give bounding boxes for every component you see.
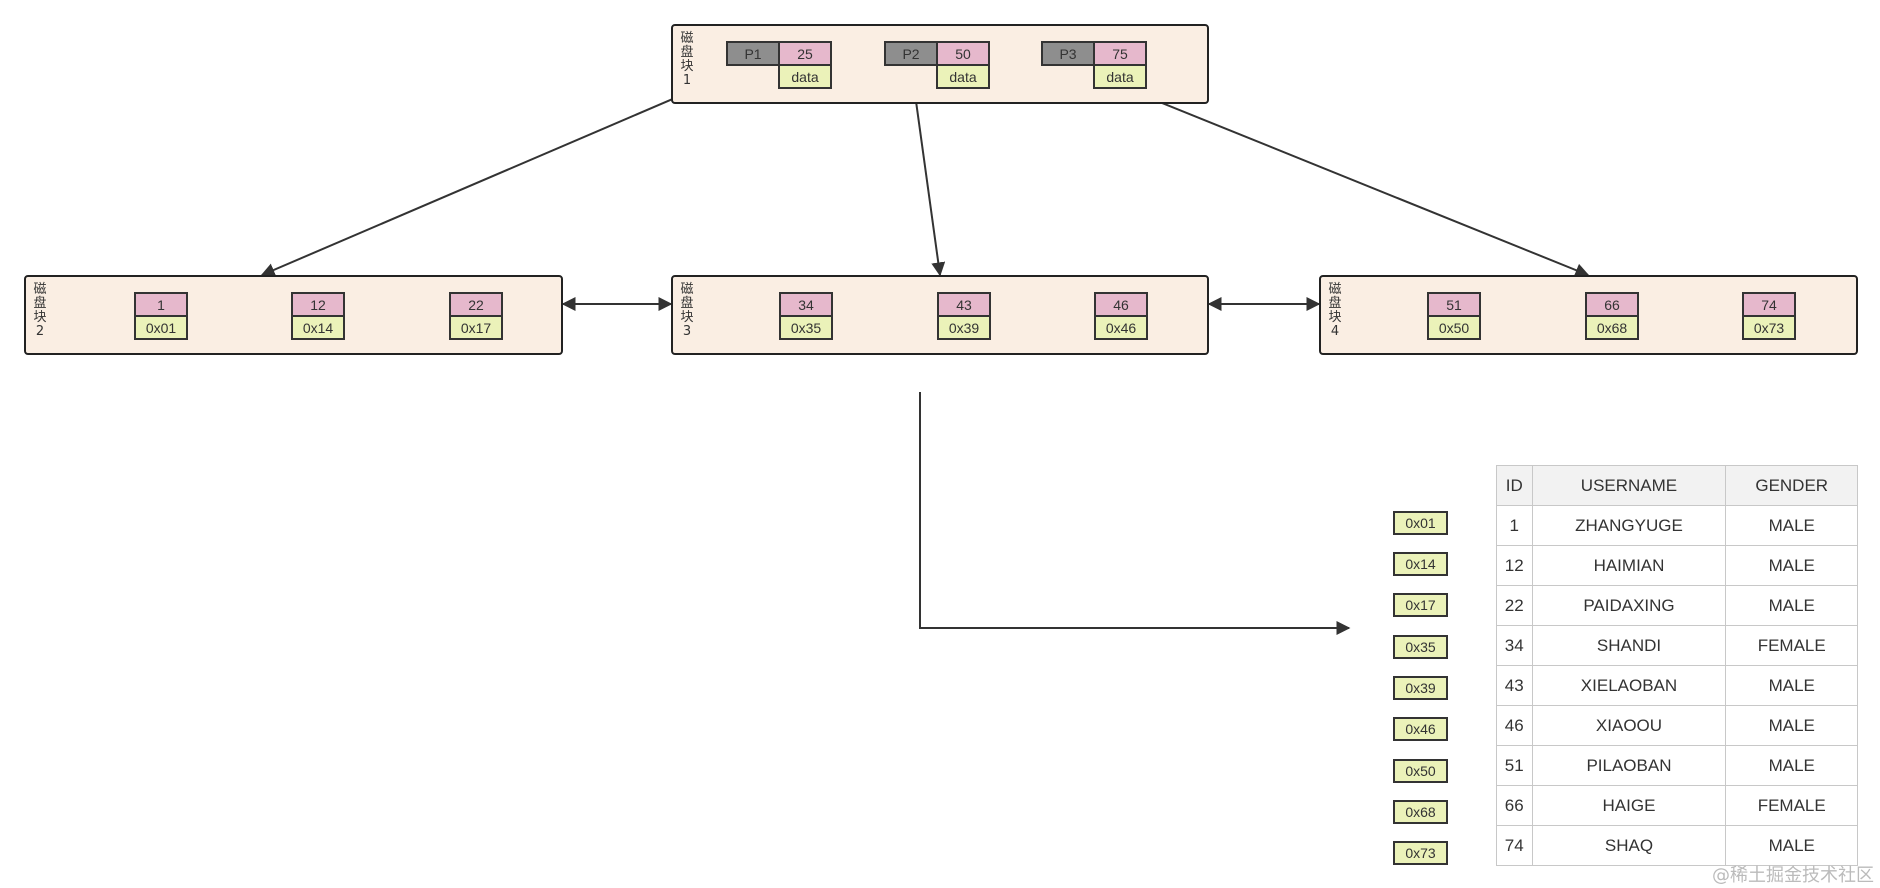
- row-address: 0x35: [1393, 635, 1448, 659]
- table-cell: ZHANGYUGE: [1531, 505, 1727, 546]
- address-cell: 0x68: [1585, 315, 1639, 340]
- pointer-cell: P3: [1041, 41, 1095, 66]
- table-cell: MALE: [1725, 585, 1858, 626]
- table-row: 34 SHANDI FEMALE: [1496, 625, 1858, 666]
- table-cell: HAIGE: [1531, 785, 1727, 826]
- table-row: 1 ZHANGYUGE MALE: [1496, 505, 1858, 546]
- row-address: 0x46: [1393, 717, 1448, 741]
- address-cell: 0x73: [1742, 315, 1796, 340]
- key-cell: 43: [937, 292, 991, 317]
- address-cell: 0x39: [937, 315, 991, 340]
- address-cell: 0x14: [291, 315, 345, 340]
- table-cell: 12: [1496, 545, 1533, 586]
- table-cell: MALE: [1725, 745, 1858, 786]
- table-cell: FEMALE: [1725, 785, 1858, 826]
- key-cell: 22: [449, 292, 503, 317]
- table-row: 51 PILAOBAN MALE: [1496, 745, 1858, 786]
- table-cell: XIELAOBAN: [1531, 665, 1727, 706]
- column-header-username: USERNAME: [1531, 465, 1727, 506]
- table-row: 74 SHAQ MALE: [1496, 825, 1858, 866]
- table-cell: PAIDAXING: [1531, 585, 1727, 626]
- row-address: 0x50: [1393, 759, 1448, 783]
- disk-block-label: 磁盘块1: [680, 31, 694, 88]
- key-cell: 1: [134, 292, 188, 317]
- disk-block-label: 磁盘块3: [680, 282, 694, 339]
- disk-block-1: 磁盘块1 P1 25 data P2 50 data P3 75 data: [671, 24, 1209, 104]
- table-row: 66 HAIGE FEMALE: [1496, 785, 1858, 826]
- key-cell: 50: [936, 41, 990, 66]
- column-header-id: ID: [1496, 465, 1533, 506]
- watermark-text: @稀土掘金技术社区: [1712, 865, 1874, 886]
- disk-block-label: 磁盘块4: [1328, 282, 1342, 339]
- table-cell: 1: [1496, 505, 1533, 546]
- table-cell: SHAQ: [1531, 825, 1727, 866]
- table-cell: MALE: [1725, 705, 1858, 746]
- table-row: 22 PAIDAXING MALE: [1496, 585, 1858, 626]
- table-row: 43 XIELAOBAN MALE: [1496, 665, 1858, 706]
- pointer-cell: P1: [726, 41, 780, 66]
- table-row: 46 XIAOOU MALE: [1496, 705, 1858, 746]
- arrow-block3-to-rows: [919, 392, 1351, 635]
- table-cell: 74: [1496, 825, 1533, 866]
- row-address: 0x01: [1393, 511, 1448, 535]
- table-row: 12 HAIMIAN MALE: [1496, 545, 1858, 586]
- data-cell: data: [1093, 64, 1147, 89]
- disk-block-4: 磁盘块4 51 0x50 66 0x68 74 0x73: [1319, 275, 1858, 355]
- table-cell: MALE: [1725, 545, 1858, 586]
- user-rows-table: ID USERNAME GENDER 1 ZHANGYUGE MALE 12 H…: [1496, 465, 1858, 866]
- table-cell: FEMALE: [1725, 625, 1858, 666]
- disk-block-label: 磁盘块2: [33, 282, 47, 339]
- disk-block-2: 磁盘块2 1 0x01 12 0x14 22 0x17: [24, 275, 563, 355]
- table-cell: MALE: [1725, 825, 1858, 866]
- key-cell: 34: [779, 292, 833, 317]
- address-cell: 0x50: [1427, 315, 1481, 340]
- row-address: 0x68: [1393, 800, 1448, 824]
- data-cell: data: [936, 64, 990, 89]
- column-header-gender: GENDER: [1725, 465, 1858, 506]
- address-cell: 0x01: [134, 315, 188, 340]
- key-cell: 75: [1093, 41, 1147, 66]
- table-cell: 43: [1496, 665, 1533, 706]
- table-cell: 22: [1496, 585, 1533, 626]
- table-header-row: ID USERNAME GENDER: [1496, 465, 1858, 506]
- row-address: 0x14: [1393, 552, 1448, 576]
- row-address: 0x17: [1393, 593, 1448, 617]
- key-cell: 51: [1427, 292, 1481, 317]
- table-cell: XIAOOU: [1531, 705, 1727, 746]
- row-address: 0x73: [1393, 841, 1448, 865]
- key-cell: 25: [778, 41, 832, 66]
- address-cell: 0x35: [779, 315, 833, 340]
- arrow-p1-to-block2: [260, 64, 753, 277]
- row-address: 0x39: [1393, 676, 1448, 700]
- table-cell: SHANDI: [1531, 625, 1727, 666]
- table-cell: 34: [1496, 625, 1533, 666]
- table-cell: PILAOBAN: [1531, 745, 1727, 786]
- address-cell: 0x17: [449, 315, 503, 340]
- disk-block-3: 磁盘块3 34 0x35 43 0x39 46 0x46: [671, 275, 1209, 355]
- table-cell: HAIMIAN: [1531, 545, 1727, 586]
- table-cell: MALE: [1725, 505, 1858, 546]
- key-cell: 74: [1742, 292, 1796, 317]
- data-cell: data: [778, 64, 832, 89]
- key-cell: 46: [1094, 292, 1148, 317]
- address-cell: 0x46: [1094, 315, 1148, 340]
- table-cell: 46: [1496, 705, 1533, 746]
- pointer-cell: P2: [884, 41, 938, 66]
- table-cell: 51: [1496, 745, 1533, 786]
- key-cell: 66: [1585, 292, 1639, 317]
- table-cell: 66: [1496, 785, 1533, 826]
- table-cell: MALE: [1725, 665, 1858, 706]
- key-cell: 12: [291, 292, 345, 317]
